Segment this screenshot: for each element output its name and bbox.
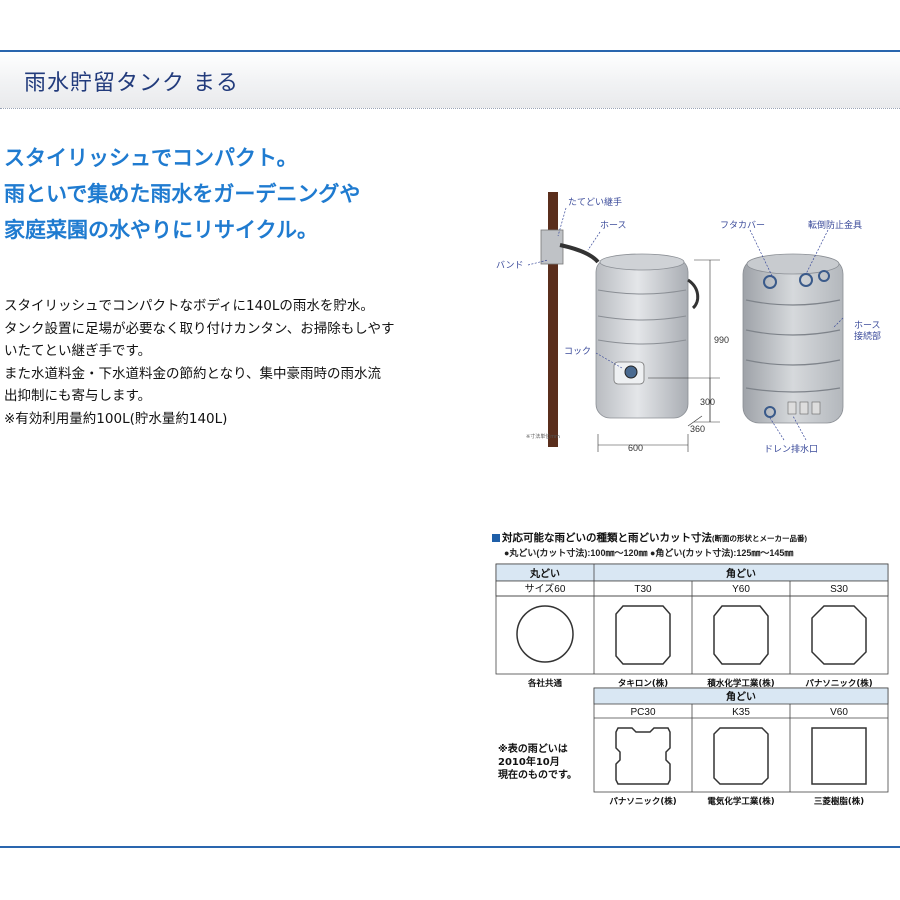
table-title: 対応可能な雨どいの種類と雨どいカット寸法(断面の形状とメーカー品番): [492, 530, 807, 545]
table-subtitle: ●丸どい(カット寸法):100㎜〜120㎜ ●角どい(カット寸法):125㎜〜1…: [504, 548, 794, 558]
section-header: 雨水貯留タンク まる: [0, 52, 900, 108]
label-hose-conn-1: ホース: [854, 320, 881, 331]
description-line: また水道料金・下水道料金の節約となり、集中豪雨時の雨水流: [4, 365, 382, 382]
description-line: スタイリッシュでコンパクトなボディに140Lの雨水を貯水。: [4, 298, 374, 314]
tank-rear: [742, 253, 844, 424]
square-gutter-shape: [713, 727, 769, 785]
catch-line: 雨といで集めた雨水をガーデニングや: [4, 182, 361, 206]
round-gutter-shape: [516, 605, 574, 663]
downpipe: [548, 192, 558, 447]
page-title: 雨水貯留タンク まる: [24, 71, 239, 96]
maker-label: 積水化学工業(株): [706, 678, 774, 689]
label-futa: フタカバー: [720, 220, 765, 231]
maker-label: 三菱樹脂(株): [814, 796, 864, 807]
maker-label: パナソニック(株): [609, 796, 676, 807]
square-bullet-icon: [492, 534, 500, 543]
tank-front: [595, 253, 700, 419]
catch-line: 家庭菜園の水やりにリサイクル。: [4, 218, 318, 242]
label-cock: コック: [564, 346, 591, 357]
dim-width: 600: [628, 443, 643, 453]
square-gutter-shape: [615, 727, 671, 785]
dimension-lines: [597, 259, 720, 452]
label-band: バンド: [496, 260, 523, 271]
maker-label: 電気化学工業(株): [707, 796, 774, 807]
square-gutter-shape: [811, 727, 867, 785]
code-cell: サイズ60: [525, 582, 566, 595]
header-kaku: 角どい: [726, 567, 756, 580]
square-gutter-shape: [615, 605, 671, 665]
dim-height: 990: [714, 335, 729, 345]
tank-diagram: たてどい継手 ホース バンド コック フタカバー 転倒防止金具 ホース 接続部 …: [496, 192, 881, 455]
unit-note: ※寸法単位mm: [526, 433, 560, 440]
code-cell: V60: [830, 707, 848, 718]
description-line: いたてとい継ぎ手です。: [4, 343, 152, 359]
table-note-line: 現在のものです。: [498, 768, 577, 781]
table-note-line: 2010年10月: [498, 755, 560, 768]
maker-label: パナソニック(株): [805, 678, 872, 689]
maker-label: タキロン(株): [618, 678, 668, 689]
dim-depth: 360: [690, 424, 705, 434]
maker-label: 各社共通: [527, 678, 563, 689]
label-hose: ホース: [600, 220, 627, 231]
label-tatedoi: たてどい継手: [568, 196, 622, 208]
square-gutter-shape: [713, 605, 769, 665]
description-line: ※有効利用量約100L(貯水量約140L): [4, 410, 228, 427]
code-cell: Y60: [732, 584, 750, 595]
catch-copy: スタイリッシュでコンパクト。 雨といで集めた雨水をガーデニングや 家庭菜園の水や…: [4, 140, 360, 248]
hose-line: [559, 243, 600, 264]
gutter-table-section: 対応可能な雨どいの種類と雨どいカット寸法(断面の形状とメーカー品番) ●丸どい(…: [490, 530, 895, 820]
square-gutter-shape: [811, 605, 867, 665]
header-kaku-2: 角どい: [726, 690, 756, 703]
dotted-divider: [0, 108, 900, 109]
label-drain: ドレン排水口: [764, 443, 818, 455]
description-line: 出抑制にも寄与します。: [4, 388, 152, 404]
code-cell: K35: [732, 707, 750, 718]
catch-line: スタイリッシュでコンパクト。: [4, 146, 298, 170]
description-line: タンク設置に足場が必要なく取り付けカンタン、お掃除もしやす: [4, 320, 395, 337]
description: スタイリッシュでコンパクトなボディに140Lの雨水を貯水。 タンク設置に足場が必…: [4, 295, 464, 430]
code-cell: S30: [830, 584, 848, 595]
code-cell: T30: [634, 584, 652, 595]
dim-cock-height: 300: [700, 397, 715, 407]
label-tentou: 転倒防止金具: [808, 219, 862, 231]
top-rule: [0, 50, 900, 52]
joint-fitting: [540, 229, 564, 265]
header-maru: 丸どい: [529, 567, 560, 580]
table-note-line: ※表の雨どいは: [498, 742, 568, 755]
gutter-table: 丸どい 角どい サイズ60 T30 Y60 S30 各社共通 タキロン(株) 積…: [495, 563, 889, 807]
code-cell: PC30: [630, 707, 655, 718]
label-hose-conn-2: 接続部: [854, 330, 881, 342]
bottom-rule: [0, 846, 900, 848]
